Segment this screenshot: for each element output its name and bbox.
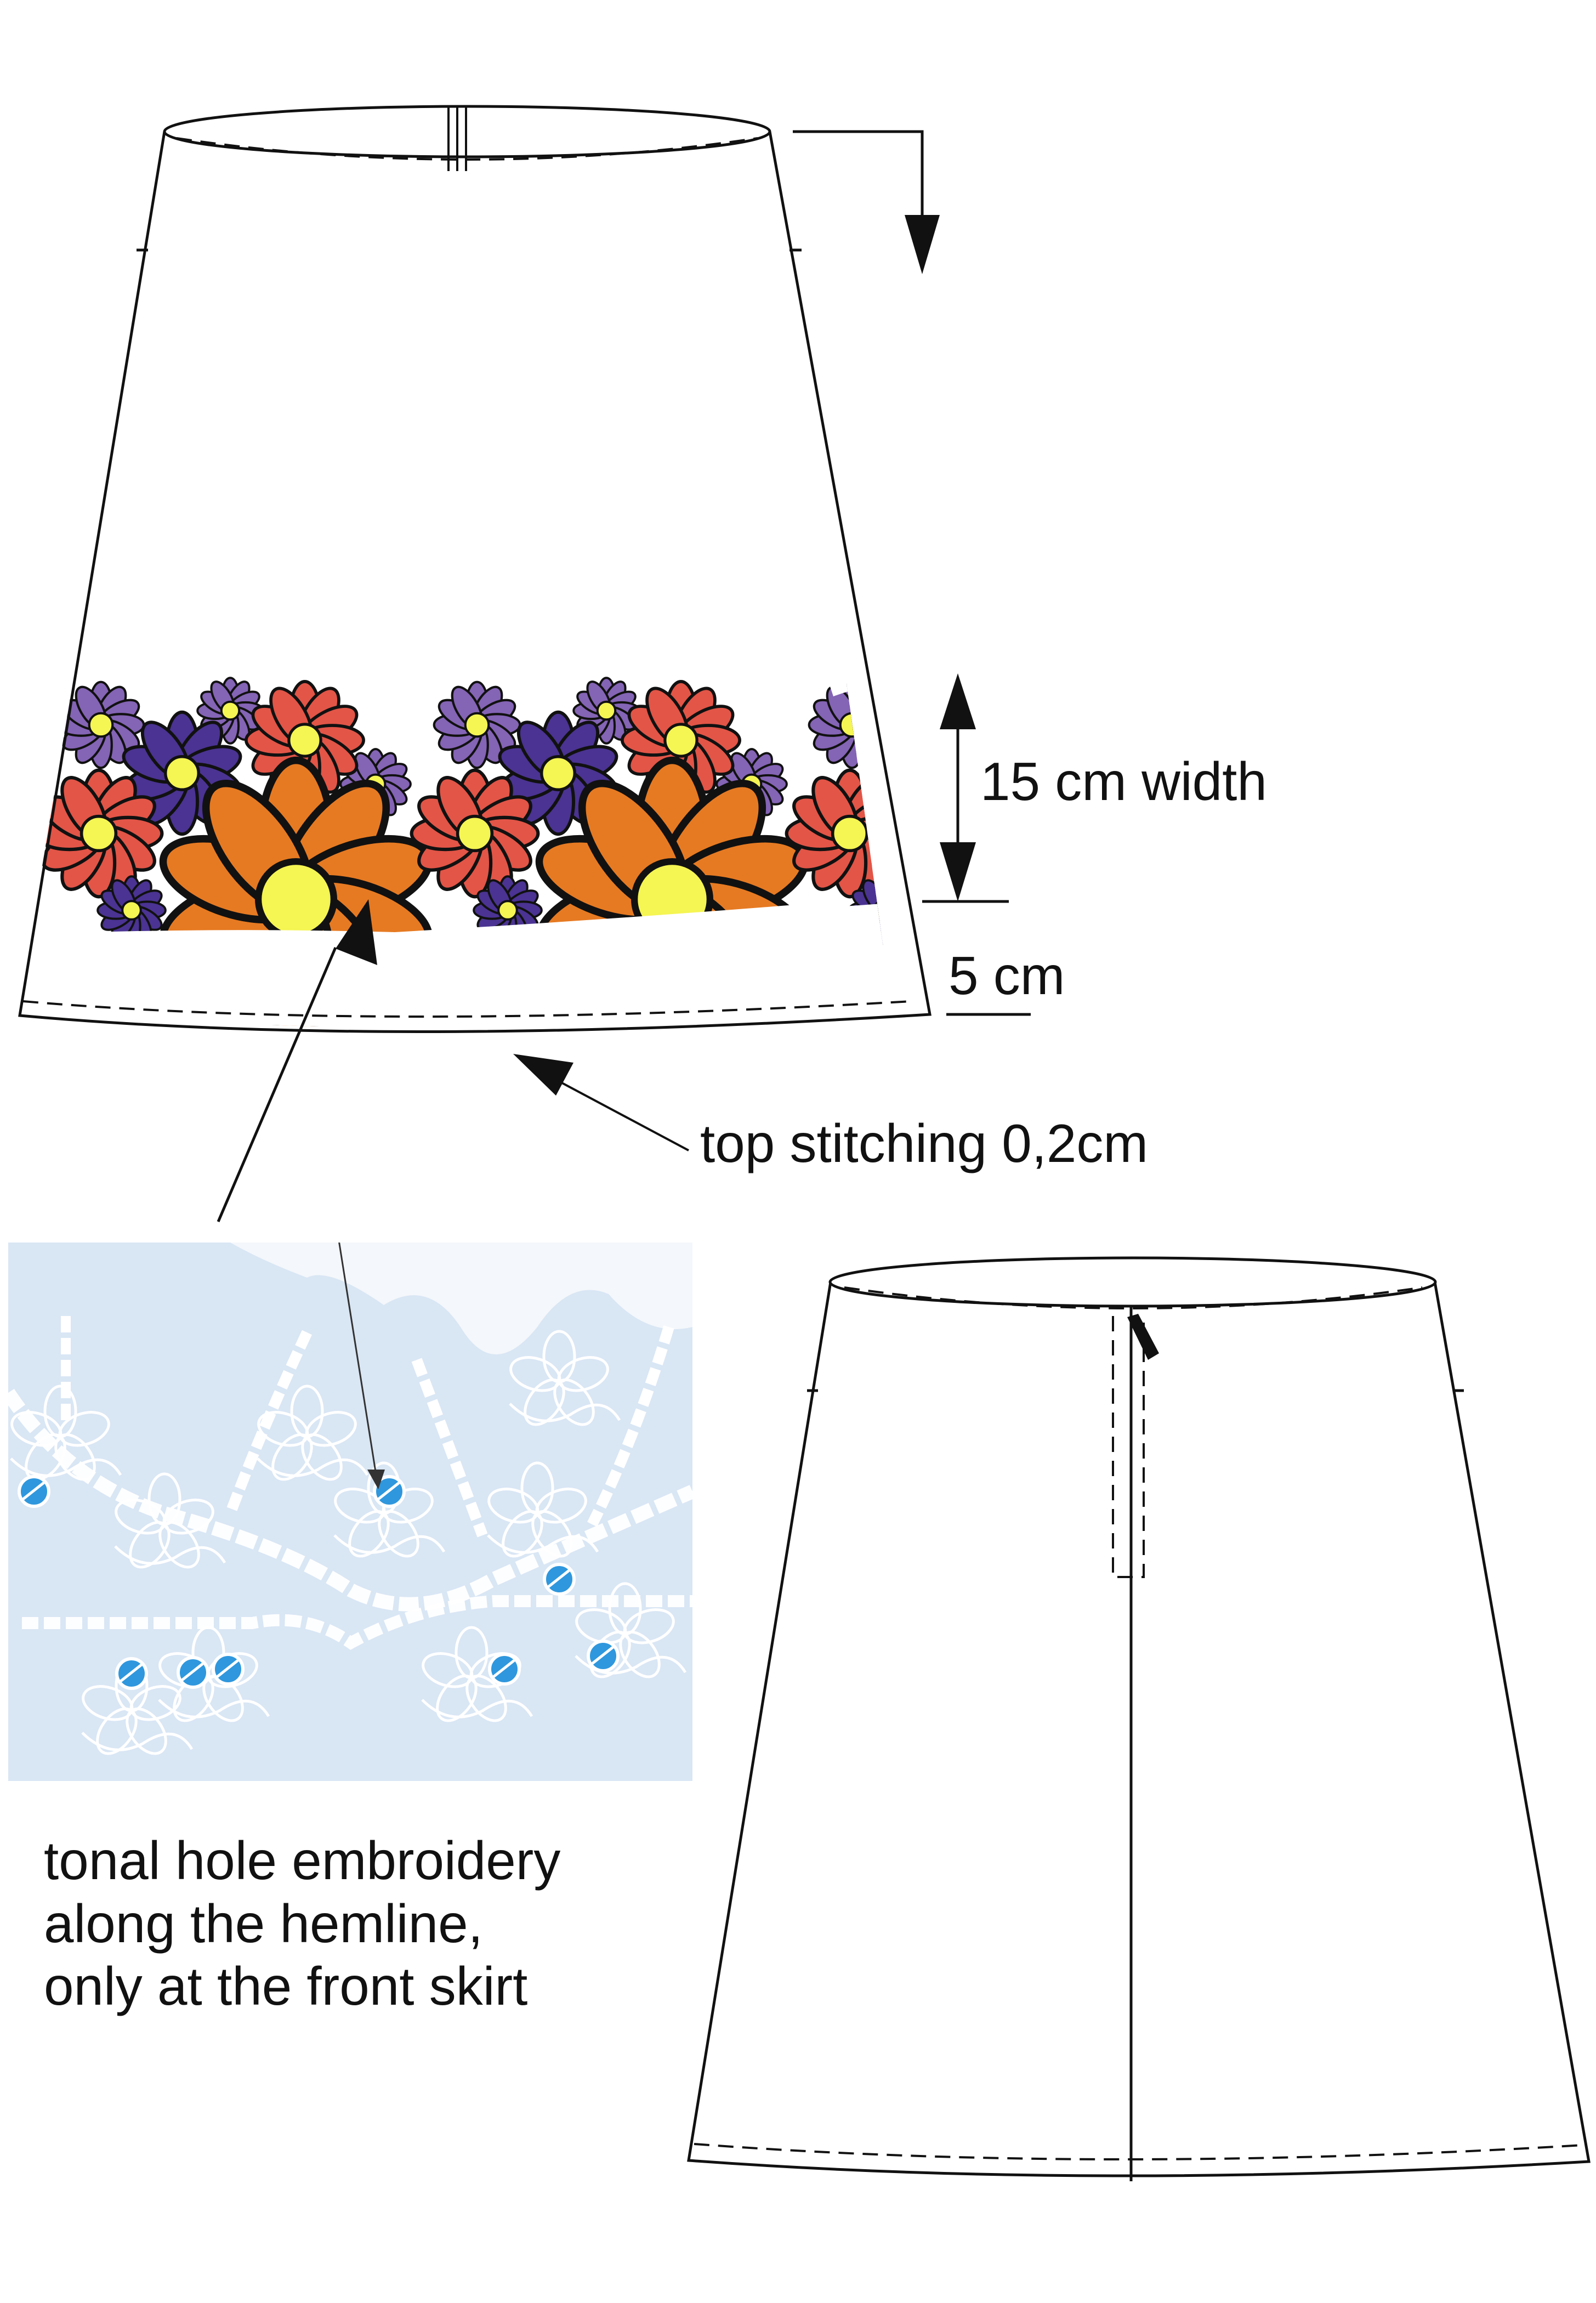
annotations <box>217 130 1031 1222</box>
embroidery-note-line-2: along the hemline, <box>44 1893 483 1954</box>
length-arrow-head <box>905 215 940 274</box>
flower-violet <box>433 680 521 769</box>
embroidery-pattern <box>8 1316 692 1755</box>
back-waist-stitching <box>844 1286 1423 1309</box>
hem-margin-label: 5 cm <box>948 945 1065 1006</box>
cutwork-band <box>225 1330 313 1516</box>
front-skirt <box>18 105 932 1034</box>
cutwork-band <box>22 1595 692 1650</box>
band-arrow-down <box>940 842 976 901</box>
band-width-label: 15 cm width <box>980 751 1267 812</box>
stitching-label: top stitching 0,2cm <box>700 1113 1149 1173</box>
embroidery-note: tonal hole embroidery along the hemline,… <box>44 1829 560 2018</box>
stitching-arrow-line <box>554 1078 689 1152</box>
embroidery-note-line-3: only at the front skirt <box>44 1956 528 2017</box>
flower-violet <box>572 677 640 745</box>
embroidery-note-line-1: tonal hole embroidery <box>44 1830 561 1891</box>
flower-border-print <box>18 132 893 1030</box>
flower-violet <box>196 677 264 745</box>
cutwork-band <box>411 1358 488 1538</box>
length-arrow-line <box>793 130 924 230</box>
flower-indigo <box>498 710 618 836</box>
back-hem-stitching <box>694 2143 1584 2161</box>
band-arrow-up <box>940 673 976 729</box>
front-waist-seam <box>447 106 467 171</box>
front-hem-stitching <box>22 1000 912 1018</box>
flower-red <box>785 768 893 899</box>
embroidery-swatch <box>8 1243 692 1781</box>
swatch-pointer-line <box>338 1243 377 1476</box>
flower-red <box>410 768 540 899</box>
flower-indigo <box>122 710 242 836</box>
cutwork-band <box>587 1325 674 1527</box>
stitching-arrow-head <box>513 1054 573 1096</box>
flower-red <box>33 768 164 899</box>
front-skirt-outline <box>18 131 932 1034</box>
cutwork-band <box>8 1388 692 1612</box>
embroidery-arrow-head <box>336 899 377 965</box>
flower-indigo <box>873 721 893 826</box>
back-zipper-stitching <box>1112 1316 1145 1578</box>
back-skirt <box>687 1256 1591 2181</box>
back-waistband <box>828 1256 1437 1308</box>
zipper-pull-icon <box>1127 1314 1159 1360</box>
back-skirt-outline <box>687 1281 1591 2177</box>
embroidery-arrow-line <box>217 947 337 1222</box>
